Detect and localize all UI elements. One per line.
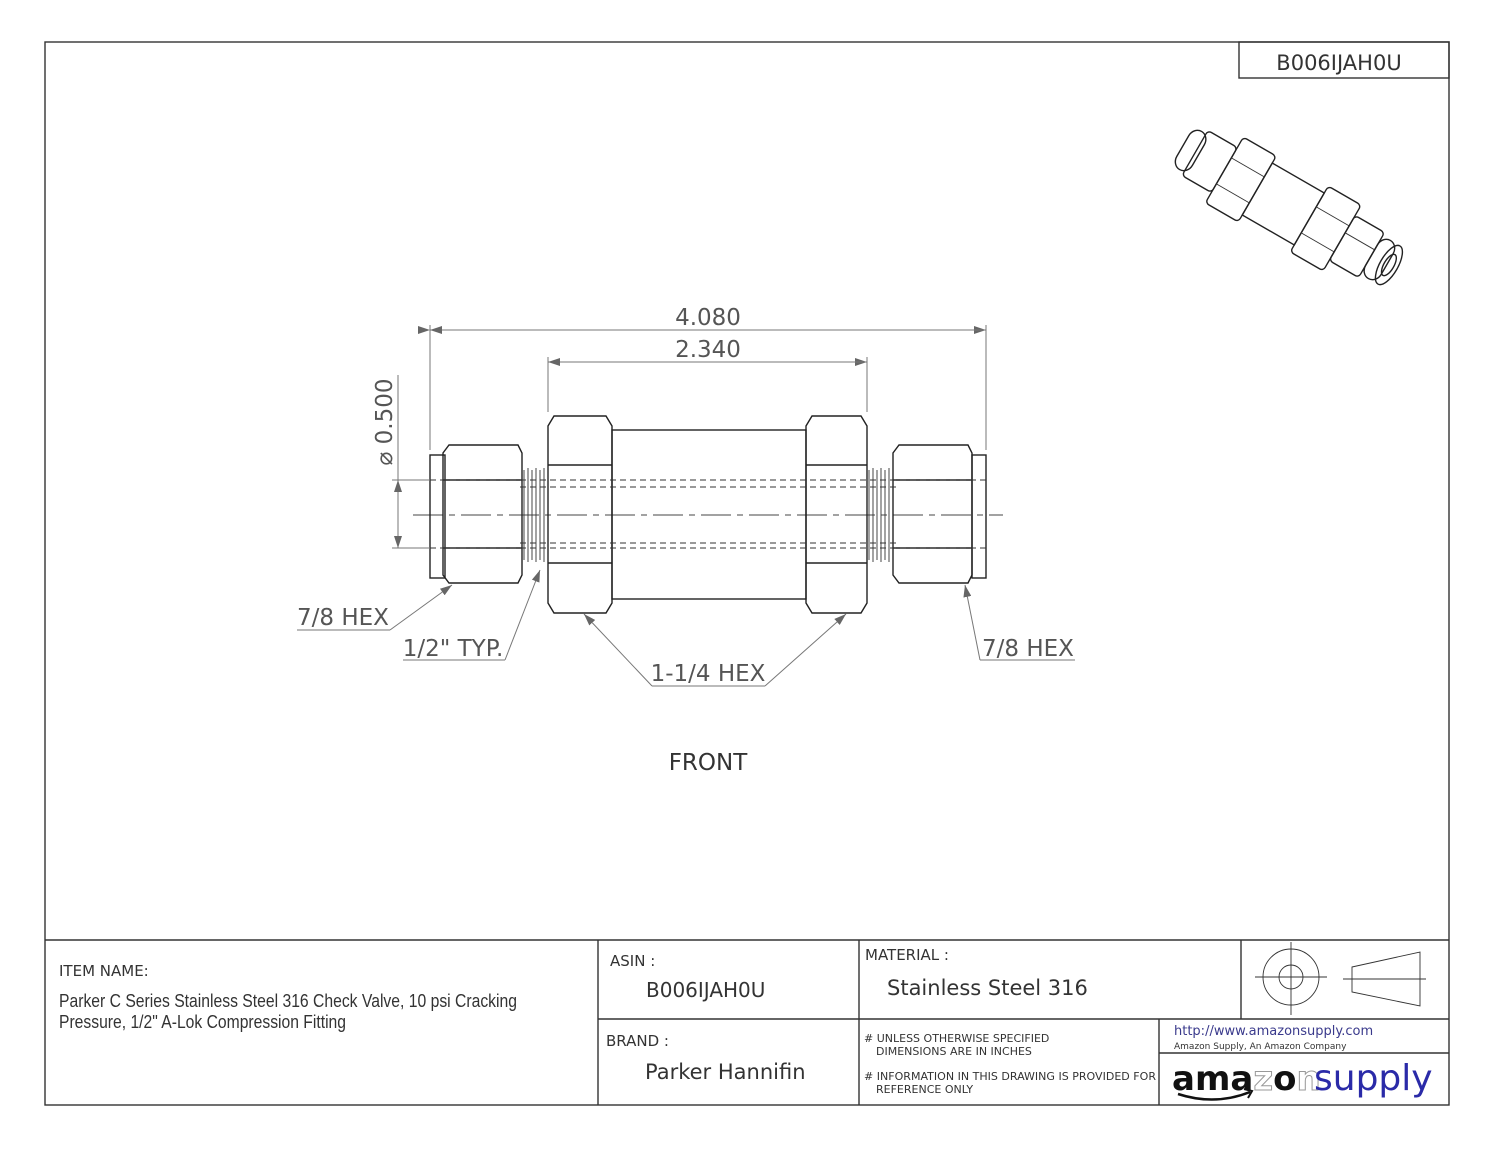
right-end-cap (971, 454, 987, 579)
material-label: MATERIAL : (865, 946, 949, 964)
item-name-line1: Parker C Series Stainless Steel 316 Chec… (59, 991, 517, 1011)
svg-text:amazon: amazon (1172, 1059, 1321, 1099)
view-label: FRONT (669, 750, 749, 776)
item-name-line2: Pressure, 1/2" A-Lok Compression Fitting (59, 1012, 346, 1032)
isometric-view (1174, 129, 1404, 286)
item-name-label: ITEM NAME: (59, 962, 149, 980)
asin-box-text: B006IJAH0U (1276, 51, 1401, 75)
note2-line2: REFERENCE ONLY (876, 1083, 973, 1096)
label-center-hex: 1-1/4 HEX (651, 661, 766, 687)
right-body-hex (805, 415, 868, 614)
amazon-supply-logo: amazon supply (1172, 1058, 1433, 1101)
website-link[interactable]: http://www.amazonsupply.com (1174, 1024, 1373, 1039)
right-nut (892, 444, 973, 584)
drawing-frame (44, 41, 1450, 1106)
left-body-hex (547, 415, 613, 614)
dim-body-length: 2.340 (675, 337, 741, 363)
brand-value: Parker Hannifin (645, 1060, 806, 1084)
dim-diameter: ⌀ 0.500 (372, 378, 398, 465)
svg-text:supply: supply (1314, 1058, 1433, 1099)
asin-box: B006IJAH0U (1238, 41, 1450, 79)
note1-line1: # UNLESS OTHERWISE SPECIFIED (864, 1032, 1049, 1045)
left-threads (523, 468, 549, 562)
asin-value: B006IJAH0U (646, 978, 765, 1002)
asin-label: ASIN : (610, 952, 655, 970)
title-block: ITEM NAME: Parker C Series Stainless Ste… (45, 939, 1449, 1105)
left-end-cap (429, 454, 446, 579)
note1-line2: DIMENSIONS ARE IN INCHES (876, 1045, 1032, 1058)
brand-label: BRAND : (606, 1032, 669, 1050)
left-nut (442, 444, 523, 584)
label-thread: 1/2" TYP. (403, 636, 504, 662)
projection-symbol (1255, 942, 1426, 1015)
company-text: Amazon Supply, An Amazon Company (1174, 1042, 1347, 1052)
material-value: Stainless Steel 316 (887, 976, 1088, 1000)
label-left-hex: 7/8 HEX (297, 605, 389, 631)
dim-overall-length: 4.080 (675, 305, 741, 331)
front-view: 4.080 2.340 ⌀ 0.500 7/8 HEX 1/2" TYP. 1-… (297, 305, 1075, 776)
note2-line1: # INFORMATION IN THIS DRAWING IS PROVIDE… (864, 1070, 1156, 1083)
right-threads (868, 468, 894, 562)
label-right-hex: 7/8 HEX (982, 636, 1074, 662)
